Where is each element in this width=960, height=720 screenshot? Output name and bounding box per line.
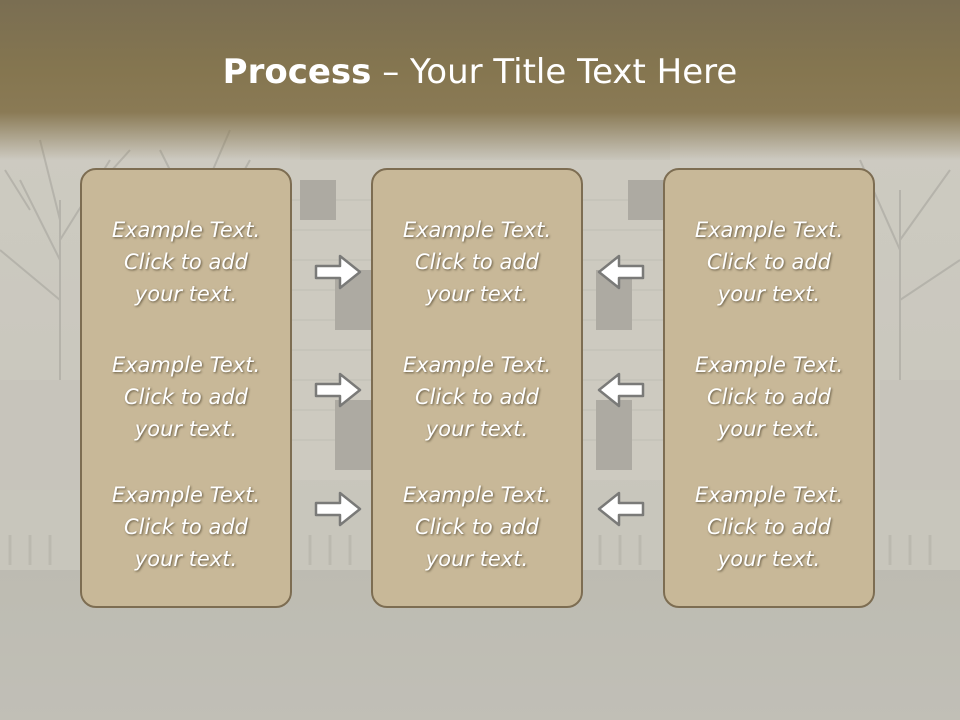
text-line: Example Text. [402,353,552,377]
text-line: Click to add [414,515,539,539]
arrow-right-icon [314,491,362,527]
text-line: Example Text. [694,218,844,242]
text-line: Example Text. [694,483,844,507]
text-line: your text. [134,282,238,306]
text-line: Click to add [706,250,831,274]
text-line: your text. [717,282,821,306]
slide-title[interactable]: Process – Your Title Text Here [0,52,960,92]
text-line: Example Text. [402,218,552,242]
text-block[interactable]: Example Text. Click to add your text. [665,214,873,310]
arrow-left-icon [597,254,645,290]
text-line: Click to add [123,385,248,409]
text-line: Example Text. [402,483,552,507]
text-line: your text. [425,282,529,306]
text-line: Example Text. [111,353,261,377]
text-line: Click to add [706,515,831,539]
text-block[interactable]: Example Text. Click to add your text. [373,214,581,310]
text-line: your text. [134,547,238,571]
text-line: Click to add [414,385,539,409]
text-block[interactable]: Example Text. Click to add your text. [373,349,581,445]
text-line: Example Text. [111,218,261,242]
text-block[interactable]: Example Text. Click to add your text. [665,479,873,575]
arrow-right-icon [314,254,362,290]
text-line: your text. [717,547,821,571]
process-panel-left[interactable]: Example Text. Click to add your text. Ex… [80,168,292,608]
text-block[interactable]: Example Text. Click to add your text. [82,479,290,575]
text-line: your text. [425,547,529,571]
text-line: your text. [425,417,529,441]
arrow-right-icon [314,372,362,408]
text-line: Click to add [123,515,248,539]
text-block[interactable]: Example Text. Click to add your text. [373,479,581,575]
text-line: Example Text. [694,353,844,377]
title-bold: Process [222,52,372,92]
process-panel-center[interactable]: Example Text. Click to add your text. Ex… [371,168,583,608]
arrow-left-icon [597,491,645,527]
text-line: your text. [134,417,238,441]
text-line: Click to add [414,250,539,274]
title-band [0,0,960,160]
text-block[interactable]: Example Text. Click to add your text. [82,214,290,310]
title-rest: Your Title Text Here [410,52,738,92]
text-line: Example Text. [111,483,261,507]
text-line: your text. [717,417,821,441]
title-separator: – [382,52,400,92]
text-line: Click to add [706,385,831,409]
text-block[interactable]: Example Text. Click to add your text. [82,349,290,445]
text-block[interactable]: Example Text. Click to add your text. [665,349,873,445]
process-panel-right[interactable]: Example Text. Click to add your text. Ex… [663,168,875,608]
text-line: Click to add [123,250,248,274]
arrow-left-icon [597,372,645,408]
